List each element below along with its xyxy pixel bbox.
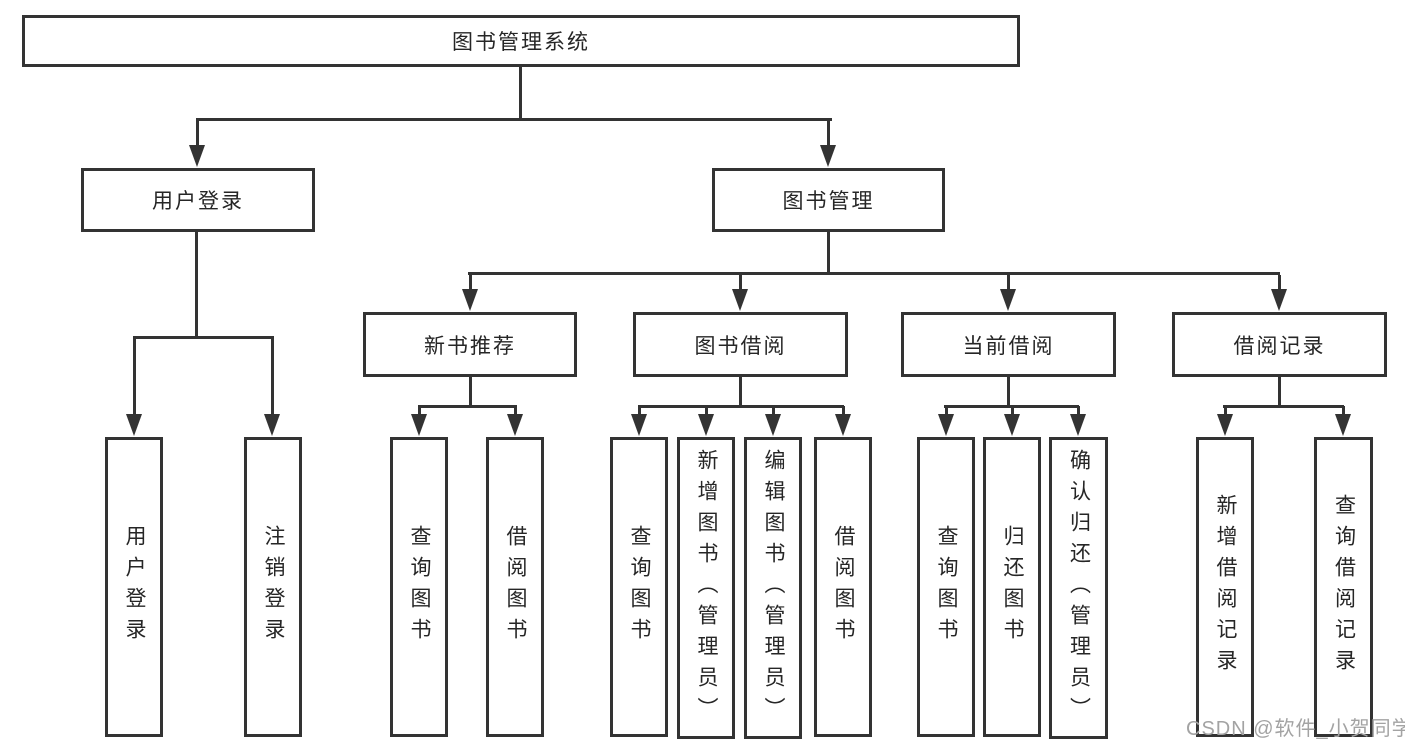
leaf-records-add-label: 新增借阅记录 — [1214, 494, 1237, 680]
connector-line — [469, 275, 472, 292]
connector-line — [1342, 406, 1345, 418]
node-borrow-records-label: 借阅记录 — [1233, 334, 1326, 358]
arrowhead-down-icon — [1335, 414, 1351, 436]
arrowhead-down-icon — [189, 145, 205, 167]
leaf-borrow-edit-admin-label: 编辑图书（管理员） — [762, 448, 785, 728]
arrowhead-down-icon — [1070, 414, 1086, 436]
connector-line — [133, 336, 274, 339]
arrowhead-down-icon — [264, 414, 280, 436]
arrowhead-down-icon — [411, 414, 427, 436]
connector-line — [468, 272, 1280, 275]
arrowhead-down-icon — [1271, 289, 1287, 311]
connector-line — [945, 406, 948, 418]
connector-line — [133, 339, 136, 418]
connector-line — [418, 405, 517, 408]
connector-line — [772, 406, 775, 418]
leaf-logout-label: 注销登录 — [262, 525, 285, 649]
connector-line — [1224, 406, 1227, 418]
leaf-newbooks-query-label: 查询图书 — [408, 525, 431, 649]
node-root-label: 图书管理系统 — [452, 31, 590, 54]
connector-line — [1223, 405, 1344, 408]
connector-line — [1278, 377, 1281, 405]
connector-line — [519, 67, 522, 119]
arrowhead-down-icon — [938, 414, 954, 436]
connector-line — [739, 377, 742, 405]
leaf-records-add: 新增借阅记录 — [1196, 437, 1254, 737]
leaf-borrow-add-admin: 新增图书（管理员） — [677, 437, 735, 739]
arrowhead-down-icon — [835, 414, 851, 436]
leaf-current-query-label: 查询图书 — [935, 525, 958, 649]
arrowhead-down-icon — [698, 414, 714, 436]
node-current-borrow: 当前借阅 — [901, 312, 1116, 377]
connector-line — [196, 118, 832, 121]
leaf-logout: 注销登录 — [244, 437, 302, 737]
connector-line — [1077, 406, 1080, 418]
arrowhead-down-icon — [765, 414, 781, 436]
connector-line — [418, 406, 421, 418]
node-user-login: 用户登录 — [81, 168, 315, 232]
connector-line — [827, 232, 830, 272]
arrowhead-down-icon — [732, 289, 748, 311]
node-user-login-label: 用户登录 — [152, 190, 244, 213]
connector-line — [842, 406, 845, 418]
leaf-current-query: 查询图书 — [917, 437, 975, 737]
connector-line — [196, 121, 199, 149]
arrowhead-down-icon — [1000, 289, 1016, 311]
node-root: 图书管理系统 — [22, 15, 1020, 67]
node-book-borrow-label: 图书借阅 — [694, 334, 787, 358]
arrowhead-down-icon — [1004, 414, 1020, 436]
arrowhead-down-icon — [507, 414, 523, 436]
connector-line — [1007, 275, 1010, 292]
leaf-current-return-label: 归还图书 — [1001, 525, 1024, 649]
connector-line — [1007, 377, 1010, 405]
leaf-current-confirm-admin: 确认归还（管理员） — [1049, 437, 1108, 739]
leaf-borrow-borrow: 借阅图书 — [814, 437, 872, 737]
connector-line — [514, 406, 517, 418]
connector-line — [739, 275, 742, 292]
leaf-current-confirm-admin-label: 确认归还（管理员） — [1067, 448, 1091, 728]
leaf-borrow-edit-admin: 编辑图书（管理员） — [744, 437, 802, 739]
connector-line — [1011, 406, 1014, 418]
node-book-management-label: 图书管理 — [782, 190, 875, 213]
connector-line — [195, 232, 198, 336]
leaf-records-query-label: 查询借阅记录 — [1332, 494, 1356, 680]
leaf-user-login-label: 用户登录 — [123, 525, 146, 649]
leaf-newbooks-borrow-label: 借阅图书 — [504, 525, 527, 649]
connector-line — [638, 405, 844, 408]
watermark-text: CSDN @软件_小贺同学 — [1186, 718, 1405, 740]
arrowhead-down-icon — [631, 414, 647, 436]
node-borrow-records: 借阅记录 — [1172, 312, 1387, 377]
node-book-borrow: 图书借阅 — [633, 312, 848, 377]
connector-line — [271, 339, 274, 418]
connector-line — [469, 377, 472, 405]
node-current-borrow-label: 当前借阅 — [962, 334, 1055, 358]
leaf-borrow-borrow-label: 借阅图书 — [832, 525, 855, 649]
leaf-borrow-query: 查询图书 — [610, 437, 668, 737]
leaf-borrow-query-label: 查询图书 — [628, 525, 651, 649]
arrowhead-down-icon — [462, 289, 478, 311]
connector-line — [705, 406, 708, 418]
connector-line — [638, 406, 641, 418]
leaf-user-login: 用户登录 — [105, 437, 163, 737]
leaf-newbooks-borrow: 借阅图书 — [486, 437, 544, 737]
connector-line — [1278, 275, 1281, 292]
node-new-book-recommend-label: 新书推荐 — [424, 334, 516, 358]
leaf-borrow-add-admin-label: 新增图书（管理员） — [695, 448, 718, 728]
leaf-newbooks-query: 查询图书 — [390, 437, 448, 737]
node-new-book-recommend: 新书推荐 — [363, 312, 577, 377]
arrowhead-down-icon — [820, 145, 836, 167]
leaf-current-return: 归还图书 — [983, 437, 1041, 737]
arrowhead-down-icon — [126, 414, 142, 436]
connector-line — [827, 121, 830, 149]
arrowhead-down-icon — [1217, 414, 1233, 436]
leaf-records-query: 查询借阅记录 — [1314, 437, 1373, 737]
node-book-management: 图书管理 — [712, 168, 945, 232]
